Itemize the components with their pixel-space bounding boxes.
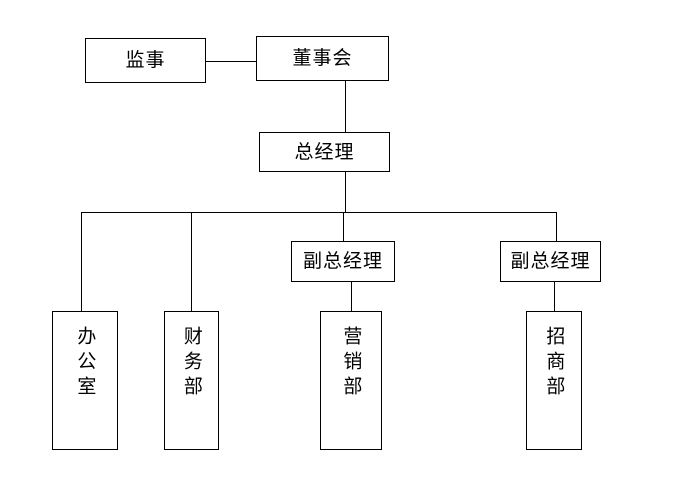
node-deputy-general-manager-2-label: 副总经理 [510,250,591,273]
node-marketing-department[interactable]: 营销部 [320,311,382,450]
connector-supervisor-to-board [205,61,257,62]
node-office[interactable]: 办公室 [52,311,118,450]
node-board-of-directors-label: 董事会 [292,47,353,70]
node-general-manager[interactable]: 总经理 [259,132,390,172]
connector-deputy-manager-1-to-marketing [351,282,352,311]
node-office-label: 办公室 [74,326,97,401]
node-finance-department[interactable]: 财务部 [164,311,219,450]
node-deputy-general-manager-1[interactable]: 副总经理 [291,241,395,282]
connector-bar-to-office [81,212,82,311]
connector-bar-to-deputy-manager-2 [556,212,557,241]
node-deputy-general-manager-1-label: 副总经理 [302,250,383,273]
node-investment-department-label: 招商部 [543,326,566,401]
node-general-manager-label: 总经理 [294,140,355,163]
node-marketing-department-label: 营销部 [340,326,363,401]
connector-general-manager-stem [345,172,346,212]
connector-bar-to-finance [191,212,192,311]
node-investment-department[interactable]: 招商部 [526,311,582,450]
node-board-of-directors[interactable]: 董事会 [256,36,389,81]
connector-board-to-general-manager [345,81,346,132]
connector-deputy-manager-2-to-investment [554,282,555,311]
node-deputy-general-manager-2[interactable]: 副总经理 [500,241,601,282]
connector-bar-to-deputy-manager-1 [343,212,344,241]
node-supervisor[interactable]: 监事 [85,38,206,83]
node-supervisor-label: 监事 [125,49,166,72]
distribution-bar [81,212,557,213]
node-finance-department-label: 财务部 [180,326,203,401]
